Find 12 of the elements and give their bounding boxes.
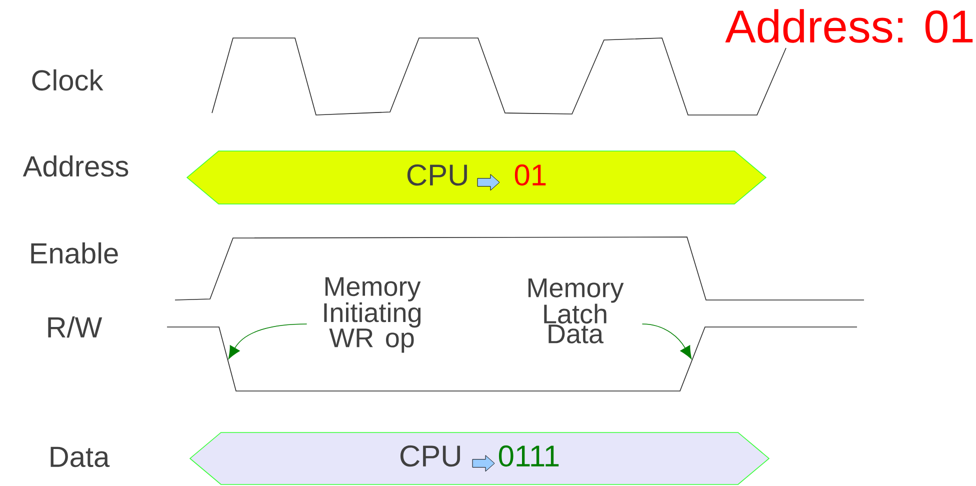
bus-hexagon: CPU 01 bbox=[186, 150, 767, 204]
annotation-text: Memory Initiating WR op bbox=[324, 277, 421, 353]
signal-name: Address bbox=[22, 155, 128, 177]
signal-name: R/W bbox=[48, 316, 102, 338]
signal-name: Data bbox=[50, 446, 110, 468]
annotation-text: Memory Latch Data bbox=[528, 278, 624, 344]
address-value-text: Address: 01 bbox=[725, 9, 973, 43]
bus-hexagon: CPU 0111 bbox=[189, 432, 770, 485]
signal-name: Clock bbox=[32, 69, 104, 91]
leader-arrow bbox=[642, 324, 692, 360]
signal-name: Enable bbox=[31, 242, 118, 264]
leader-arrow bbox=[228, 324, 308, 360]
